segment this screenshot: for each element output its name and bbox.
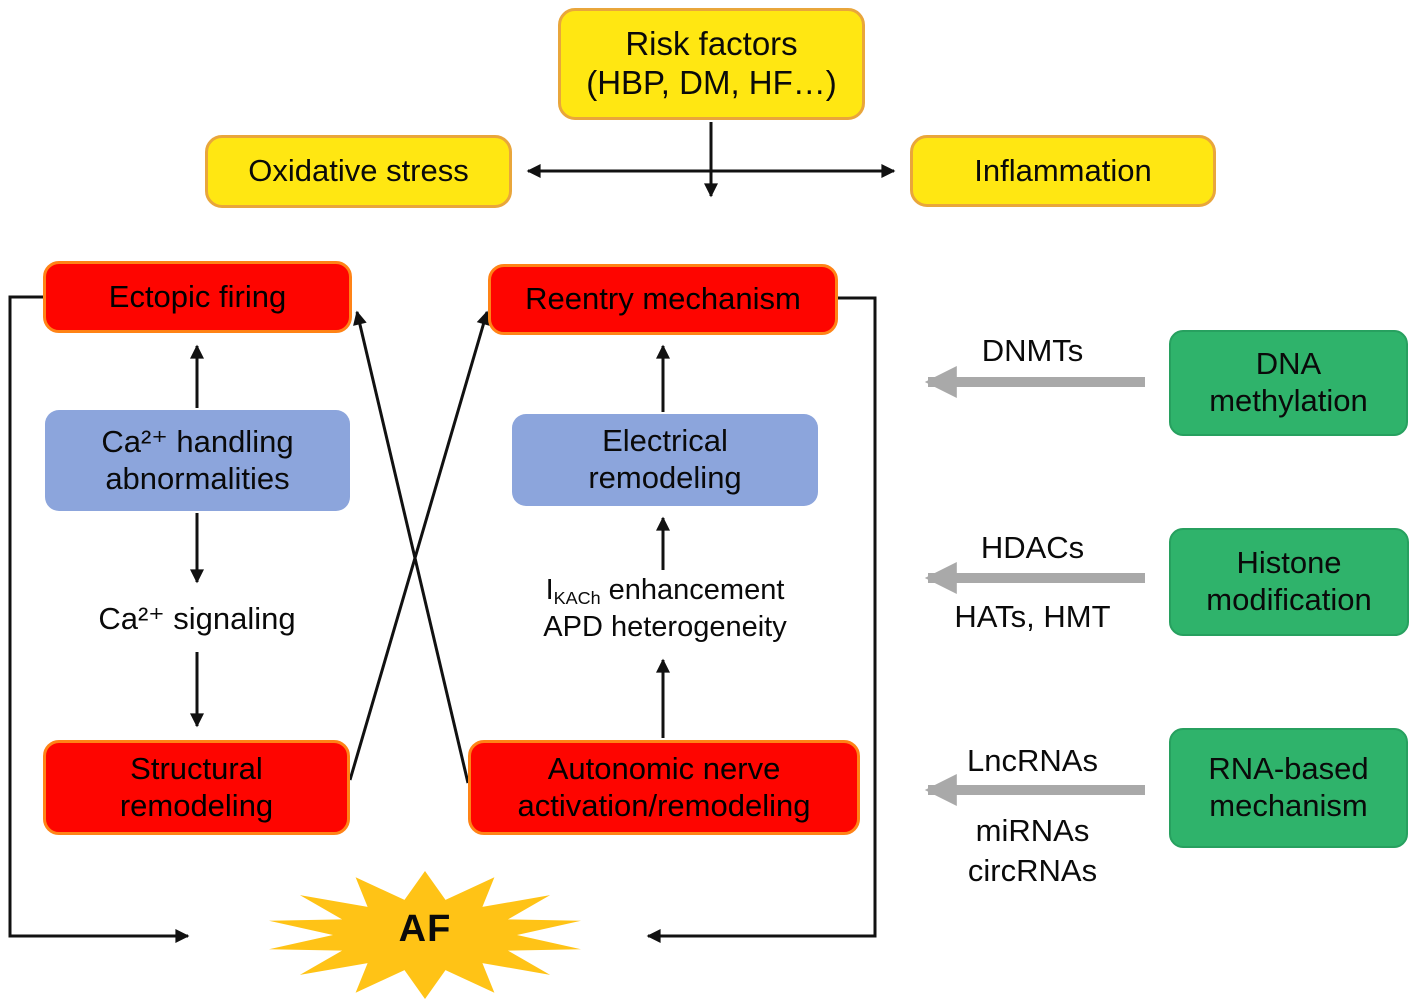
ikach-symbol: I: [545, 574, 554, 606]
ectopic-firing-box: Ectopic firing: [43, 261, 352, 333]
ectopic-to-af-arrow: [8, 295, 190, 943]
ca-signaling-label: Ca²⁺ signaling: [98, 601, 296, 636]
autonomic-to-ectopic-arrow: [353, 310, 470, 784]
risk-factors-line2: (HBP, DM, HF…): [586, 64, 837, 101]
dnmts-label: DNMTs: [981, 333, 1084, 368]
apd-line: APD heterogeneity: [543, 610, 787, 643]
dna-methylation-line2: methylation: [1209, 383, 1368, 418]
inflammation-box: Inflammation: [910, 135, 1216, 207]
reentry-to-af-arrow: [646, 296, 877, 943]
electrical-line1: Electrical: [602, 423, 728, 459]
ca-handling-box: Ca²⁺ handling abnormalities: [45, 410, 350, 511]
inflammation-label: Inflammation: [974, 152, 1152, 188]
electrical-line2: remodeling: [588, 460, 742, 495]
histone-modification-box: Histone modification: [1169, 528, 1409, 636]
af-label: AF: [398, 908, 452, 950]
autonomic-nerve-box: Autonomic nerve activation/remodeling: [468, 740, 860, 835]
histone-line2: modification: [1206, 582, 1372, 617]
oxidative-stress-box: Oxidative stress: [205, 135, 512, 208]
af-starburst: [269, 871, 581, 999]
dna-methylation-line1: DNA: [1255, 346, 1322, 382]
histone-line1: Histone: [1236, 545, 1342, 581]
reentry-mechanism-box: Reentry mechanism: [488, 264, 838, 335]
structural-line1: Structural: [130, 750, 263, 786]
ikach-line: IKACh enhancement: [498, 573, 832, 610]
hats-hmt-label: HATs, HMT: [954, 599, 1111, 634]
rna-mechanism-box: RNA-based mechanism: [1169, 728, 1408, 848]
risk-factors-line1: Risk factors: [625, 25, 798, 63]
rna-line1: RNA-based: [1208, 751, 1369, 787]
ca-handling-line1: Ca²⁺ handling: [101, 423, 294, 459]
dna-methylation-box: DNA methylation: [1169, 330, 1408, 436]
electrical-remodeling-box: Electrical remodeling: [512, 414, 818, 506]
ikach-apd-label: IKACh enhancement APD heterogeneity: [498, 573, 832, 644]
risk-factors-box: Risk factors (HBP, DM, HF…): [558, 8, 865, 120]
autonomic-line2: activation/remodeling: [517, 787, 811, 823]
structural-remodeling-box: Structural remodeling: [43, 740, 350, 835]
ectopic-firing-label: Ectopic firing: [108, 278, 287, 314]
lncrnas-label: LncRNAs: [967, 743, 1098, 778]
structural-to-reentry-arrow: [348, 310, 491, 781]
autonomic-line1: Autonomic nerve: [547, 750, 781, 786]
structural-line2: remodeling: [119, 787, 274, 823]
oxidative-stress-label: Oxidative stress: [248, 153, 469, 189]
mirnas-label: miRNAs: [975, 813, 1090, 848]
reentry-mechanism-label: Reentry mechanism: [525, 281, 801, 317]
ikach-subscript: KACh: [553, 588, 601, 609]
rna-line2: mechanism: [1209, 788, 1368, 823]
hdacs-label: HDACs: [980, 530, 1085, 565]
circrnas-label: circRNAs: [967, 853, 1098, 888]
ikach-rest: enhancement: [608, 574, 785, 606]
ca-handling-line2: abnormalities: [105, 460, 290, 496]
